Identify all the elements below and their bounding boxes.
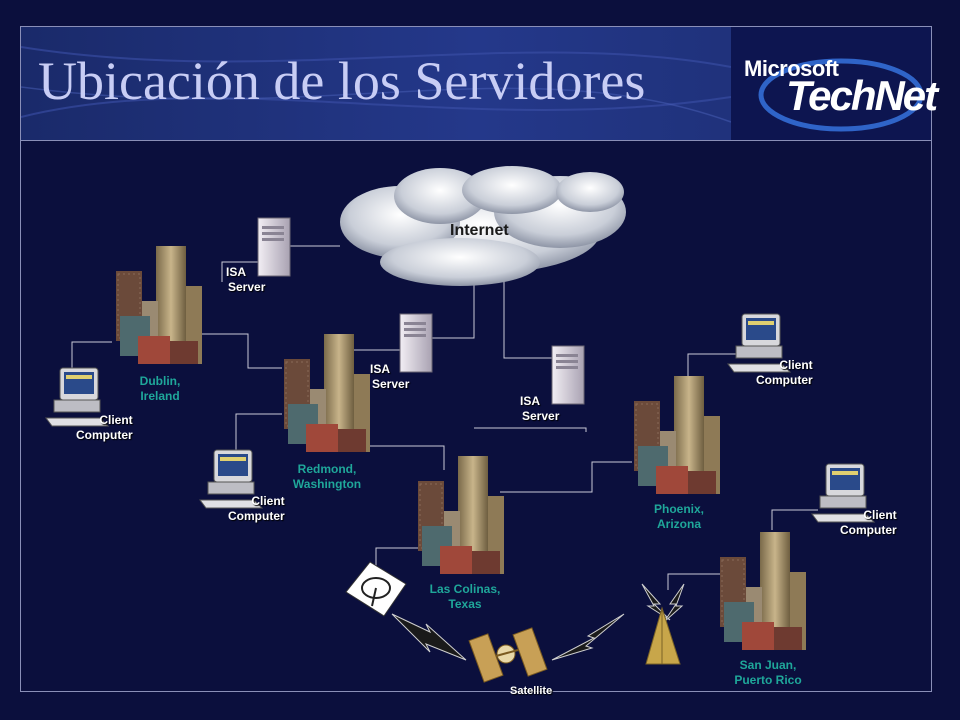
client-computer-label: Client Computer [76,413,133,442]
site-label-phoenix: Phoenix, Arizona [653,502,704,531]
satellite-dish-icon [345,561,407,617]
building-icon [633,375,721,495]
site-label-redmond: Redmond, Washington [292,462,362,491]
satellite-icon [468,627,548,683]
banner-swoosh [21,46,732,123]
building-icon [417,455,505,575]
lightning-icon [391,583,685,661]
client-computer-label: Client Computer [840,508,897,537]
slide-title: Ubicación de los Servidores [38,51,646,111]
technet-logo [731,27,931,140]
isa-server-label: ISA Server [370,362,410,391]
satellite-label: Satellite [510,685,553,697]
internet-label: Internet [450,222,509,239]
logo-swoosh-icon [758,58,924,132]
client-computer-label: Client Computer [228,494,285,523]
building-icon [719,531,807,651]
banner-separator [20,140,932,141]
logo-product: TechNet [786,72,938,119]
logo-brand: Microsoft [744,56,839,81]
link-lines [71,245,818,590]
radio-tower-icon [645,606,681,665]
building-icon [115,245,203,365]
site-label-dublin: Dublin, Ireland [139,374,181,403]
isa-server-label: ISA Server [520,394,560,423]
slide-frame [20,26,932,692]
isa-server-label: ISA Server [226,265,266,294]
site-label-las-colinas: Las Colinas, Texas [429,582,501,611]
building-icon [283,333,371,453]
internet-cloud-icon [340,166,626,286]
site-label-san-juan: San Juan, Puerto Rico [734,658,802,687]
client-computer-label: Client Computer [756,358,813,387]
